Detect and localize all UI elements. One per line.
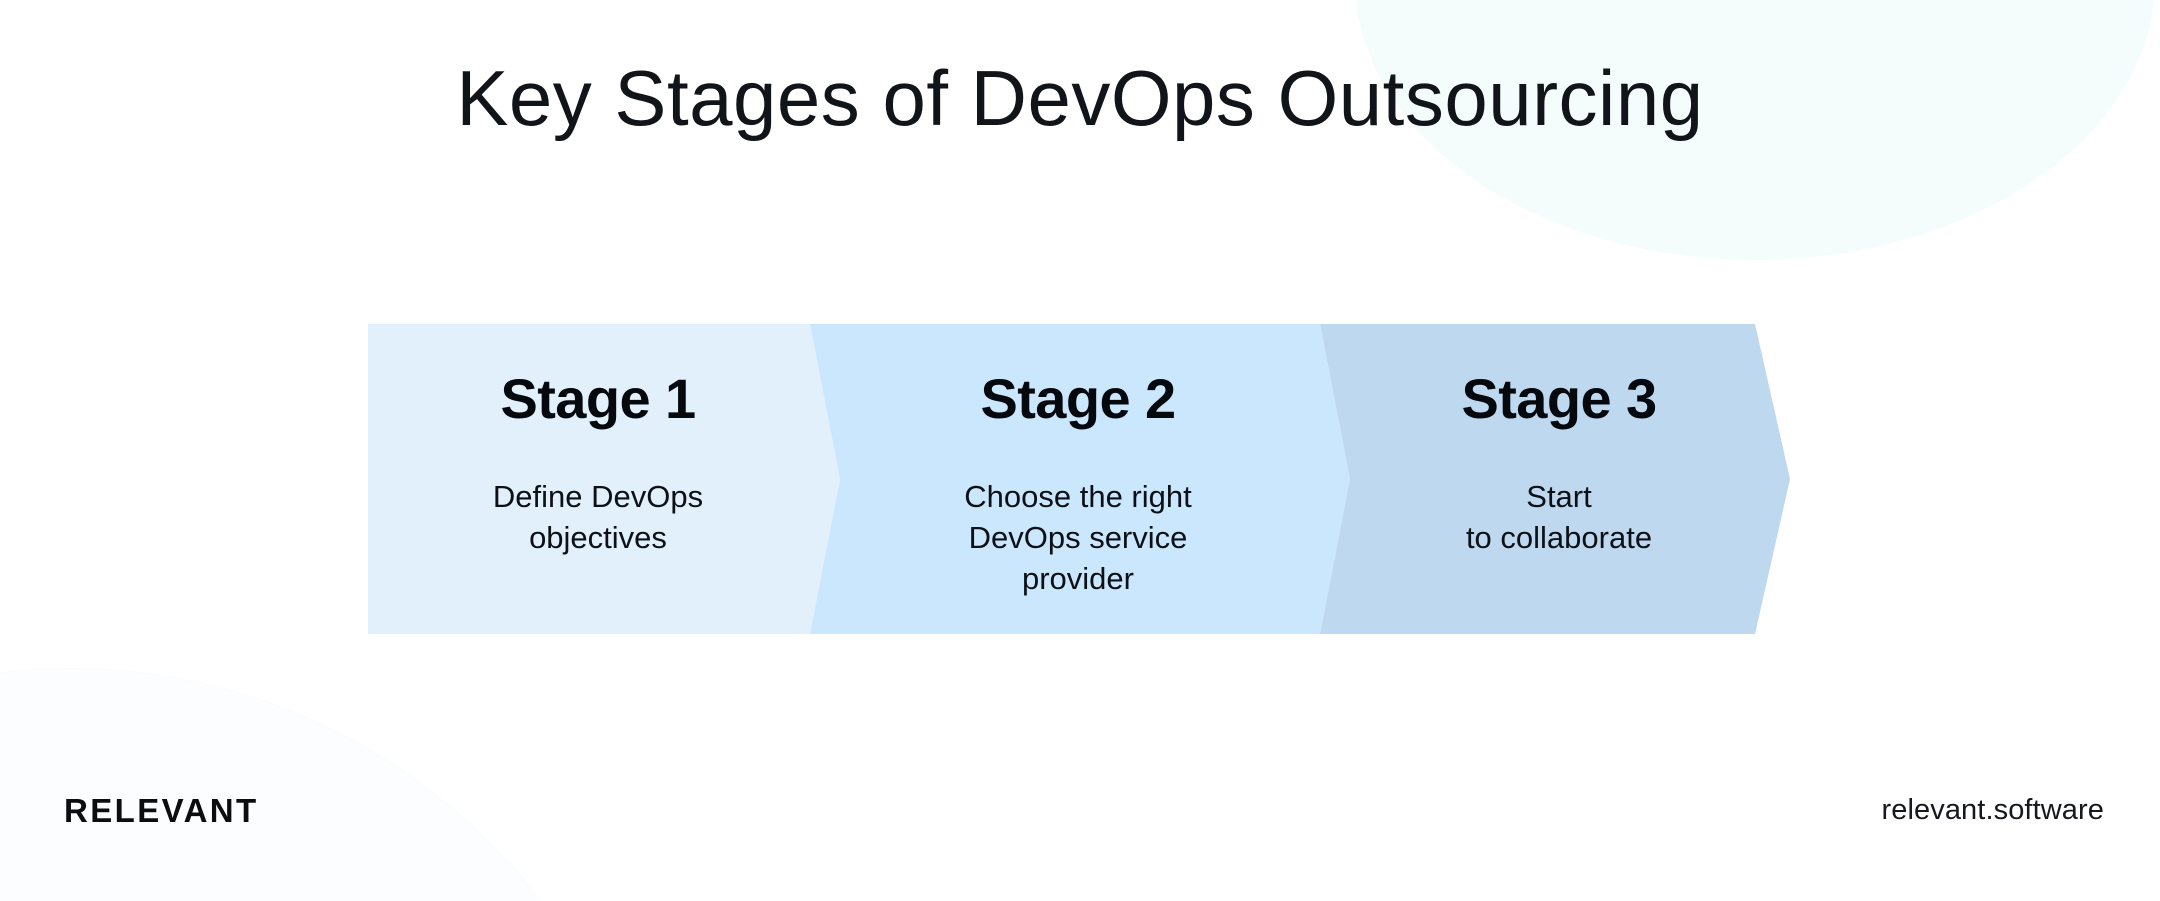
stage-3-chevron-shape xyxy=(1320,324,1790,634)
stage-1-chevron-shape xyxy=(368,324,840,634)
stage-2-cell: Stage 2 Choose the right DevOps service … xyxy=(828,324,1328,634)
stage-3-heading: Stage 3 xyxy=(1461,367,1658,430)
stages-chevron-flow: Stage 1 Define DevOps objectives Stage 2… xyxy=(368,324,1790,634)
stage-1-description: Define DevOps objectives xyxy=(492,478,704,555)
bottom-left-arc-shape xyxy=(0,668,662,901)
stage-3-cell: Stage 3 Start to collaborate xyxy=(1328,324,1790,634)
stage-1-cell: Stage 1 Define DevOps objectives xyxy=(368,324,828,634)
stage-2-description: Choose the right DevOps service provider xyxy=(964,478,1192,596)
stage-1-heading: Stage 1 xyxy=(500,367,697,430)
stage-2-chevron-shape xyxy=(810,324,1350,634)
stage-3-description: Start to collaborate xyxy=(1465,478,1653,555)
stage-2-heading: Stage 2 xyxy=(980,367,1177,430)
stage-labels-layer: Stage 1 Define DevOps objectives Stage 2… xyxy=(368,324,1790,634)
page-title: Key Stages of DevOps Outsourcing xyxy=(456,54,1704,142)
footer-website-url: relevant.software xyxy=(1881,794,2104,826)
chevron-shapes-svg xyxy=(368,324,1790,634)
relevant-logo: RELEVANT xyxy=(64,792,259,829)
